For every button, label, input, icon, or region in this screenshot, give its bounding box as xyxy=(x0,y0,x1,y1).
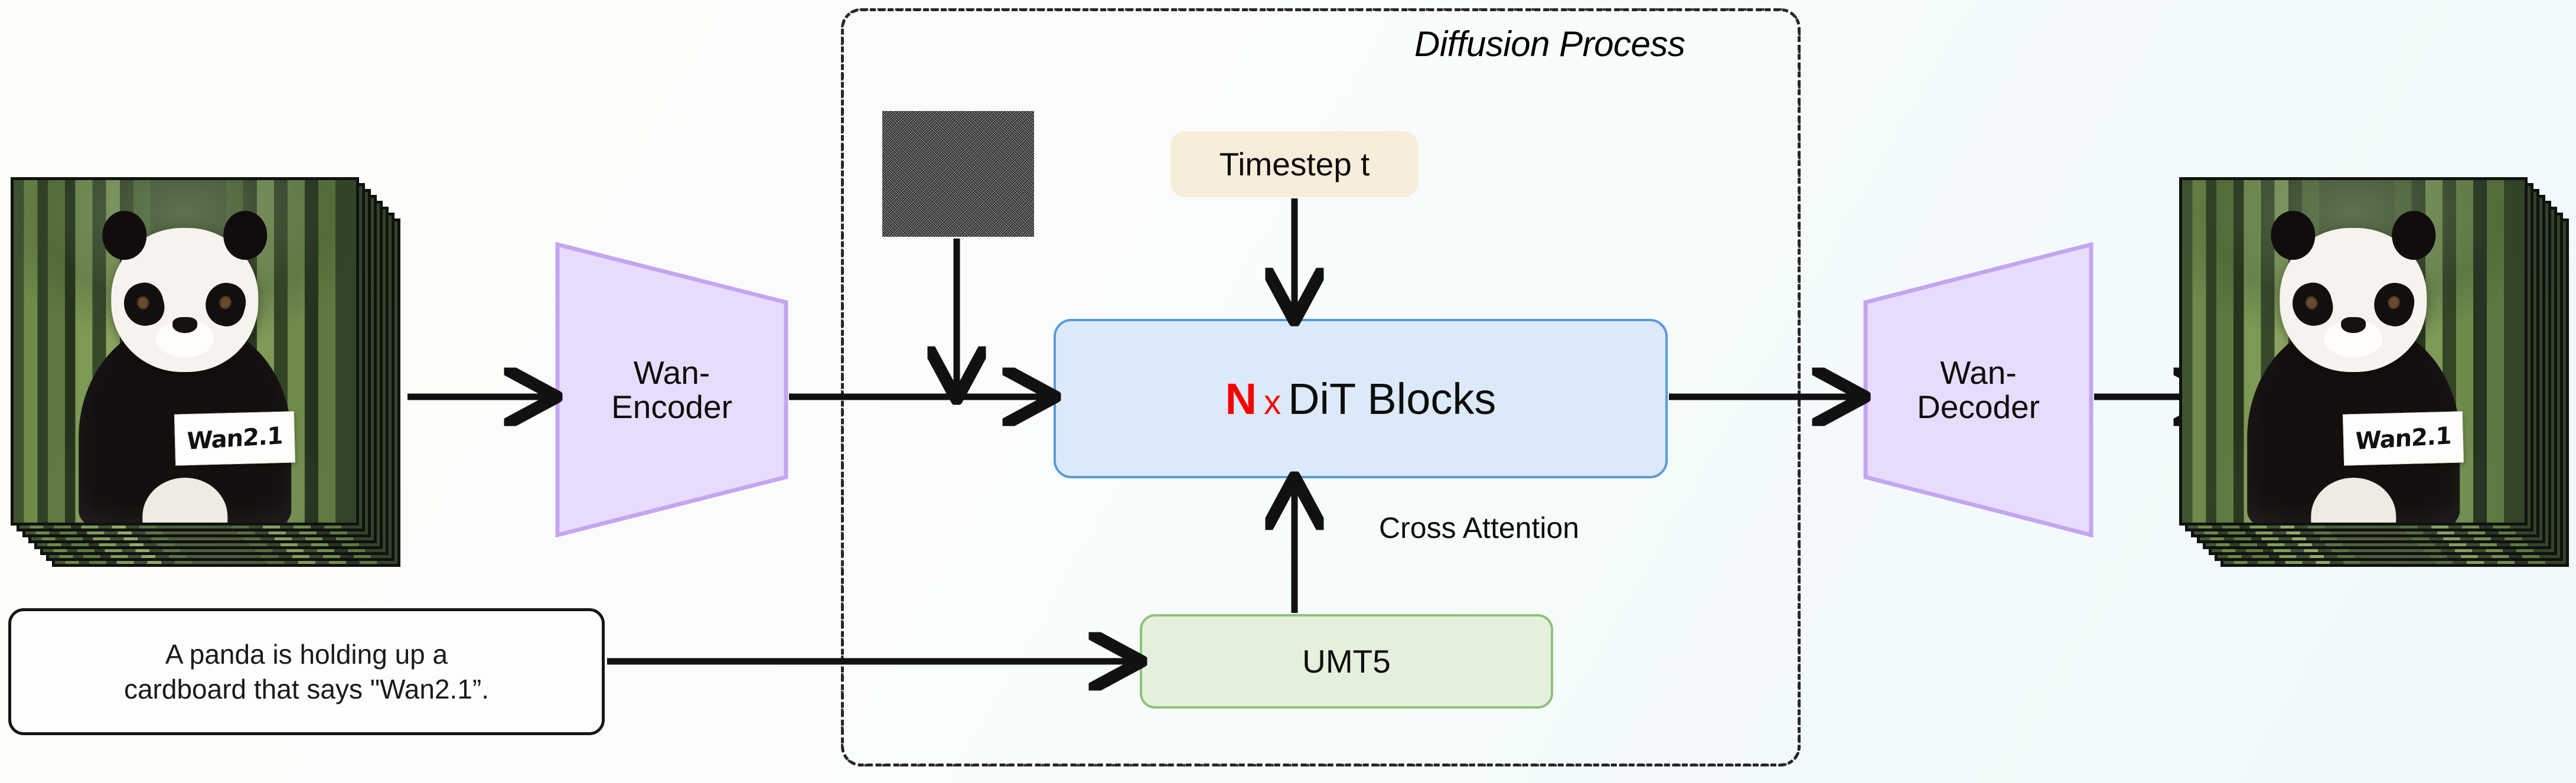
timestep-node[interactable]: Timestep t xyxy=(1170,131,1419,197)
umt5-text-encoder-node[interactable]: UMT5 xyxy=(1140,614,1553,709)
panda-eye-right xyxy=(201,278,250,330)
panda-eye-right xyxy=(2369,278,2419,330)
panda-eye-left xyxy=(2288,278,2337,330)
encoder-trapezoid-shape xyxy=(555,242,788,537)
diffusion-boundary-dot-overlay xyxy=(841,8,1801,766)
panda-ear-right xyxy=(2391,210,2436,260)
timestep-label: Timestep t xyxy=(1219,146,1370,182)
input-video-frames: Wan2.1 xyxy=(11,177,400,567)
wan-decoder-label: Wan- Decoder xyxy=(1917,354,2040,425)
diffusion-process-label: Diffusion Process xyxy=(1414,24,1685,64)
video-frame-front: Wan2.1 xyxy=(2179,177,2528,526)
gaussian-noise-latent xyxy=(882,111,1034,237)
cardboard-sign-text: Wan2.1 xyxy=(186,422,283,455)
output-video-frames: Wan2.1 xyxy=(2179,177,2569,567)
text-prompt-value: A panda is holding up a cardboard that s… xyxy=(123,638,490,704)
panda-ear-left xyxy=(2271,210,2316,260)
cardboard-sign-text: Wan2.1 xyxy=(2355,422,2452,455)
diffusion-process-boundary xyxy=(841,8,1801,766)
wan-encoder-node[interactable]: Wan- Encoder xyxy=(555,242,788,537)
text-prompt-box[interactable]: A panda is holding up a cardboard that s… xyxy=(8,608,605,735)
panda-belly xyxy=(142,477,227,523)
panda-nose xyxy=(2340,317,2366,333)
panda-head xyxy=(2271,210,2436,372)
wan-decoder-node[interactable]: Wan- Decoder xyxy=(1863,242,2094,537)
dit-times-symbol: x xyxy=(1264,383,1282,422)
video-frame-front: Wan2.1 xyxy=(11,177,359,526)
cardboard-sign: Wan2.1 xyxy=(2342,411,2464,466)
panda-ear-left xyxy=(102,210,147,260)
panda-ear-right xyxy=(223,210,268,260)
panda-eye-left xyxy=(119,278,169,330)
panda-belly xyxy=(2311,477,2396,523)
cross-attention-label: Cross Attention xyxy=(1379,511,1580,544)
dit-repeat-count: N xyxy=(1225,374,1257,423)
umt5-label: UMT5 xyxy=(1302,643,1391,680)
panda-head xyxy=(102,210,268,372)
panda-nose xyxy=(172,317,198,333)
cardboard-sign: Wan2.1 xyxy=(174,411,295,466)
wan-encoder-label: Wan- Encoder xyxy=(611,354,732,425)
dit-blocks-text: DiT Blocks xyxy=(1288,374,1496,423)
